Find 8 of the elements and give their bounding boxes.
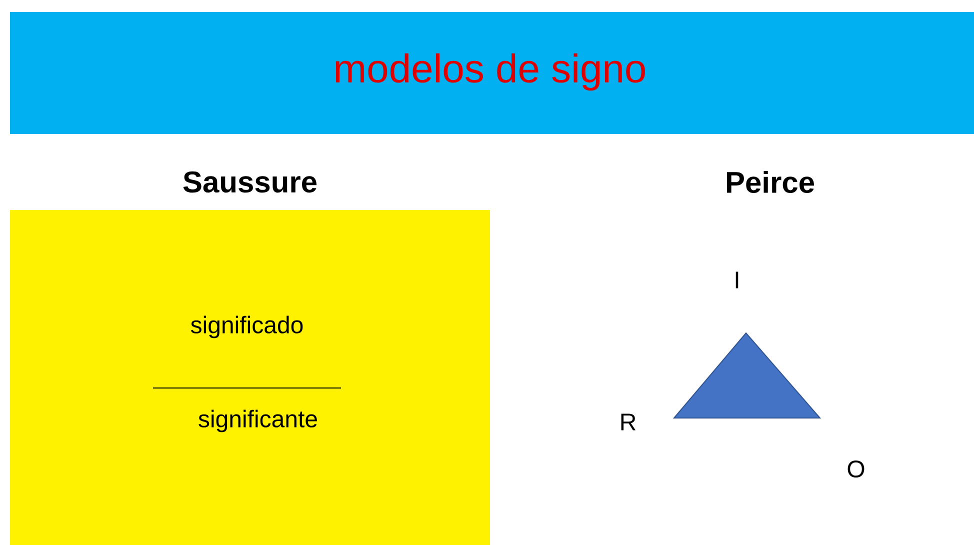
box-text: significante bbox=[198, 410, 317, 432]
box-text: significado bbox=[190, 316, 303, 338]
vertex-label: O bbox=[848, 460, 864, 478]
vertex-label: R bbox=[621, 414, 636, 430]
heading: Saussure bbox=[183, 171, 317, 193]
heading: Peirce bbox=[726, 170, 814, 194]
vertex-label: I bbox=[736, 272, 738, 288]
title-banner: modelos de signo bbox=[10, 12, 974, 134]
